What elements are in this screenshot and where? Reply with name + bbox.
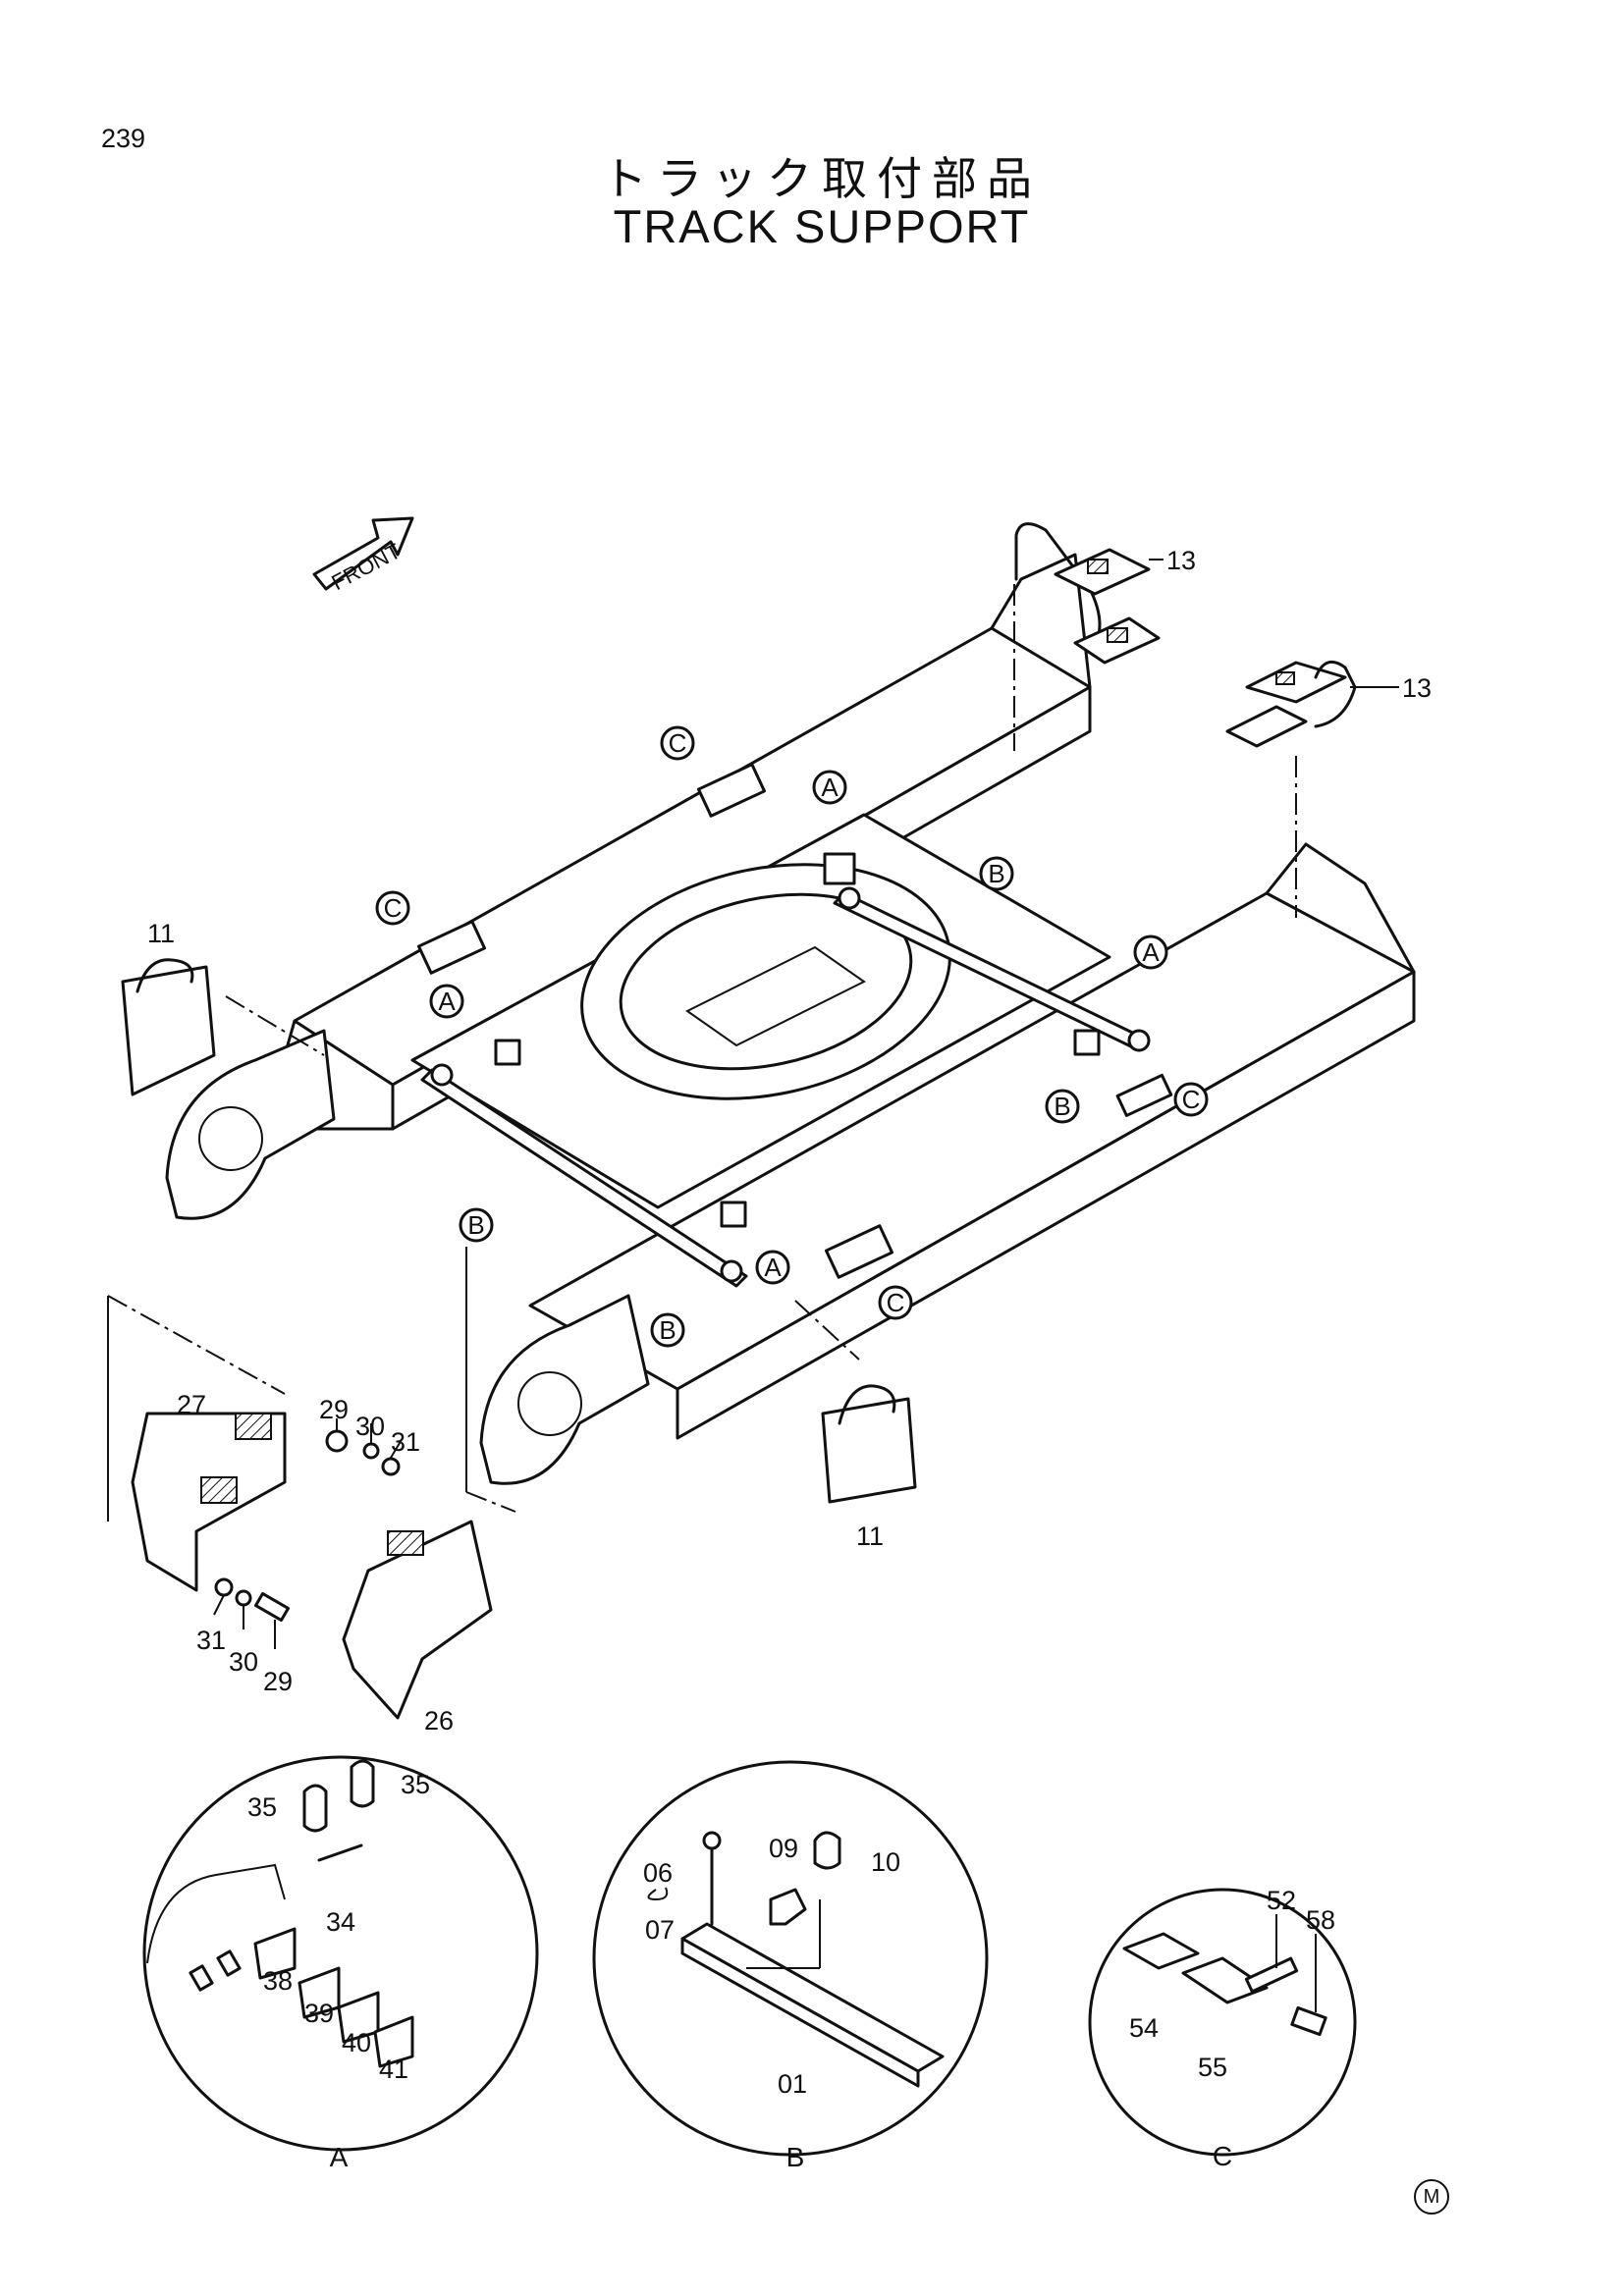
copyright-mark: M: [1414, 2179, 1449, 2215]
detail-b-part-01: 01: [778, 2069, 807, 2099]
bolt-set-upper: [325, 1418, 404, 1476]
callout-11-left: 11: [147, 919, 175, 948]
detail-c-part-58: 58: [1306, 1905, 1335, 1935]
detail-b-label: B: [786, 2142, 805, 2172]
svg-text:C: C: [1182, 1085, 1201, 1114]
svg-text:A: A: [1142, 937, 1160, 967]
part-13-lower-track-guide: [1225, 660, 1399, 748]
svg-text:B: B: [988, 859, 1004, 888]
detail-b-part-07: 07: [645, 1915, 675, 1945]
detail-circle-b: [592, 1760, 989, 2157]
detail-a-part-41: 41: [379, 2055, 408, 2084]
detail-b-part-09: 09: [769, 1834, 798, 1863]
detail-a-part-35-left: 35: [247, 1792, 277, 1822]
page-title-japanese: トラック取付部品: [602, 152, 1042, 205]
callout-29-upper: 29: [319, 1395, 349, 1424]
svg-text:A: A: [764, 1253, 782, 1282]
ref-bubble-b-3: B: [459, 1207, 494, 1243]
front-arrow: FRONT: [312, 516, 414, 595]
svg-text:C: C: [887, 1288, 905, 1317]
detail-a-part-34: 34: [326, 1907, 355, 1937]
track-frame-drawing: [165, 553, 1416, 1485]
ref-bubble-b-4: B: [650, 1312, 685, 1348]
detail-b-part-06: 06: [643, 1858, 673, 1888]
page-number: 239: [101, 124, 146, 153]
ref-bubble-c-2: C: [375, 890, 410, 926]
callout-31-lower: 31: [196, 1626, 226, 1655]
detail-a-part-38: 38: [263, 1966, 293, 1996]
ref-bubble-a-3: A: [1133, 934, 1168, 970]
part-11-left-block: [121, 958, 216, 1096]
svg-text:C: C: [384, 893, 403, 923]
callout-29-lower: 29: [263, 1667, 293, 1696]
svg-text:B: B: [659, 1315, 676, 1345]
detail-a-part-35-right: 35: [401, 1770, 430, 1799]
callout-27: 27: [177, 1390, 206, 1419]
callout-30-lower: 30: [229, 1647, 258, 1677]
detail-circle-a: [142, 1755, 539, 2152]
detail-a-part-40: 40: [342, 2028, 371, 2057]
svg-text:A: A: [821, 773, 839, 802]
part-13-upper-track-guide: [1014, 522, 1164, 665]
detail-c-part-54: 54: [1129, 2013, 1159, 2043]
ref-bubble-a-4: A: [755, 1250, 790, 1285]
detail-c-label: C: [1213, 2141, 1232, 2171]
detail-c-part-52: 52: [1267, 1886, 1296, 1915]
callout-13-upper: 13: [1166, 546, 1196, 575]
svg-text:B: B: [467, 1210, 484, 1240]
detail-b-part-10: 10: [871, 1847, 900, 1877]
detail-a-part-39: 39: [304, 1999, 334, 2028]
bolt-set-lower: [213, 1577, 290, 1649]
ref-bubble-c-3: C: [1173, 1082, 1209, 1117]
detail-c-part-55: 55: [1198, 2053, 1227, 2082]
callout-31-upper: 31: [391, 1427, 420, 1457]
svg-text:C: C: [669, 728, 687, 758]
ref-bubble-a-2: A: [429, 984, 464, 1019]
callout-30-upper: 30: [355, 1412, 385, 1441]
callout-11-right: 11: [856, 1522, 884, 1551]
ref-bubble-c-1: C: [660, 725, 695, 761]
callout-26: 26: [424, 1706, 454, 1735]
callout-13-lower: 13: [1402, 673, 1432, 703]
ref-bubble-c-4: C: [878, 1285, 913, 1320]
detail-a-label: A: [330, 2142, 349, 2172]
page-title-english: TRACK SUPPORT: [613, 200, 1031, 252]
ref-bubble-a-1: A: [812, 770, 847, 805]
part-11-right-block: [821, 1384, 917, 1504]
detail-circle-c: [1088, 1888, 1357, 2157]
part-27-track-guard: [107, 1295, 287, 1592]
svg-text:B: B: [1054, 1092, 1070, 1121]
part-26-track-guard: [342, 1247, 516, 1720]
ref-bubble-b-1: B: [979, 856, 1014, 891]
ref-bubble-b-2: B: [1045, 1089, 1080, 1124]
svg-text:A: A: [438, 987, 456, 1016]
